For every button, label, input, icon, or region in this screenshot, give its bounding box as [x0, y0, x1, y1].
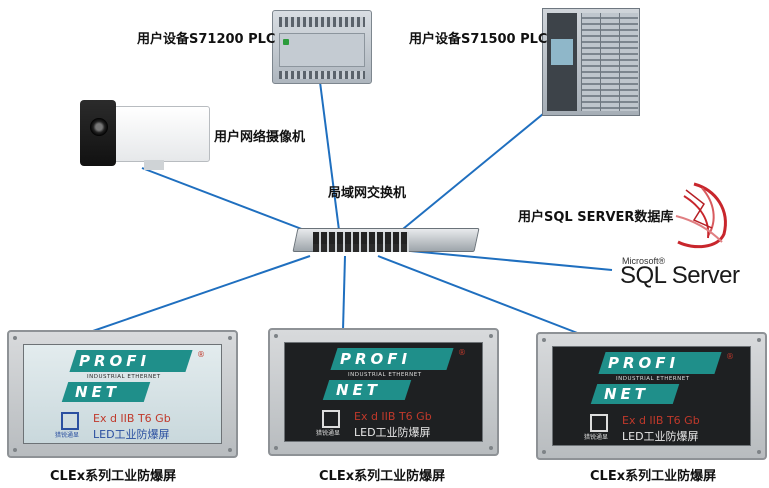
link-screen3 — [377, 255, 581, 335]
profinet-tagline: INDUSTRIAL ETHERNET — [87, 374, 161, 380]
ex-certification-text: Ex d IIB T6 Gb — [93, 412, 171, 425]
bolt — [757, 450, 761, 454]
link-camera — [141, 167, 321, 237]
profinet-profi-text: PROFI — [79, 352, 151, 370]
ex-certification-text: Ex d IIB T6 Gb — [622, 414, 700, 427]
brand-logo-icon — [322, 410, 340, 428]
bolt — [757, 338, 761, 342]
bolt — [13, 336, 17, 340]
registered-mark: ® — [197, 350, 205, 359]
bolt — [228, 336, 232, 340]
link-screen2 — [342, 255, 346, 331]
profinet-profi-text: PROFI — [340, 350, 412, 368]
screen1-label: CLEx系列工业防爆屏 — [50, 469, 177, 484]
brand-name: 猎锐通显 — [584, 434, 609, 441]
plc-s71200-device — [272, 10, 372, 84]
link-screen1 — [89, 255, 311, 333]
screen2-label: CLEx系列工业防爆屏 — [319, 469, 446, 484]
camera-label: 用户网络摄像机 — [214, 130, 306, 145]
led-screen-text: LED工业防爆屏 — [622, 430, 699, 443]
io-module — [581, 13, 600, 111]
switch-label: 局域网交换机 — [328, 186, 407, 201]
io-module — [619, 13, 638, 111]
sql-vendor-text: Microsoft® — [622, 256, 666, 266]
link-plc1500 — [391, 99, 561, 239]
lan-switch-device — [292, 222, 480, 256]
registered-mark: ® — [726, 352, 734, 361]
sql-product-text: SQL Server — [620, 262, 740, 289]
switch-ports-top — [313, 232, 409, 244]
plc-s71500-device — [542, 8, 640, 116]
brand-name: 猎锐通显 — [316, 430, 341, 437]
bolt — [228, 448, 232, 452]
profinet-net-text: NET — [75, 383, 121, 401]
terminal-strip-top — [279, 17, 365, 27]
network-camera-device — [80, 98, 210, 170]
explosion-proof-screen-2: PROFI INDUSTRIAL ETHERNET NET ® 猎锐通显 Ex … — [268, 328, 499, 456]
terminal-strip-bottom — [279, 71, 365, 79]
camera-mount — [144, 160, 164, 170]
brand-logo-icon — [590, 414, 608, 432]
status-led — [283, 39, 289, 45]
plc-front-panel — [279, 33, 365, 67]
sql-server-logo: Microsoft® SQL Server — [612, 176, 752, 289]
bolt — [489, 446, 493, 450]
bolt — [13, 448, 17, 452]
link-sqlserver — [399, 249, 613, 271]
led-screen-text: LED工业防爆屏 — [93, 428, 170, 441]
plc1200-label: 用户设备S71200 PLC — [137, 32, 276, 47]
bolt — [542, 450, 546, 454]
ex-certification-text: Ex d IIB T6 Gb — [354, 410, 432, 423]
registered-mark: ® — [458, 348, 466, 357]
bolt — [274, 334, 278, 338]
profinet-tagline: INDUSTRIAL ETHERNET — [348, 372, 422, 378]
led-screen-text: LED工业防爆屏 — [354, 426, 431, 439]
profinet-tagline: INDUSTRIAL ETHERNET — [616, 376, 690, 382]
sql-server-icon — [675, 182, 727, 249]
bolt — [489, 334, 493, 338]
brand-name: 猎锐通显 — [55, 432, 80, 439]
explosion-proof-screen-1: PROFI INDUSTRIAL ETHERNET NET ® 猎锐通显 Ex … — [7, 330, 238, 458]
sqlserver-label: 用户SQL SERVER数据库 — [518, 210, 674, 225]
bolt — [542, 338, 546, 342]
plc1500-label: 用户设备S71500 PLC — [409, 32, 548, 47]
bolt — [274, 446, 278, 450]
explosion-proof-screen-3: PROFI INDUSTRIAL ETHERNET NET ® 猎锐通显 Ex … — [536, 332, 767, 460]
screen3-label: CLEx系列工业防爆屏 — [590, 469, 717, 484]
switch-ports-bottom — [313, 244, 409, 252]
camera-lens-icon — [90, 118, 108, 136]
io-module — [600, 13, 619, 111]
brand-logo-icon — [61, 412, 79, 430]
link-plc1200 — [319, 81, 341, 239]
cpu-display — [551, 39, 573, 65]
profinet-profi-text: PROFI — [608, 354, 680, 372]
profinet-net-text: NET — [604, 385, 650, 403]
profinet-net-text: NET — [336, 381, 382, 399]
